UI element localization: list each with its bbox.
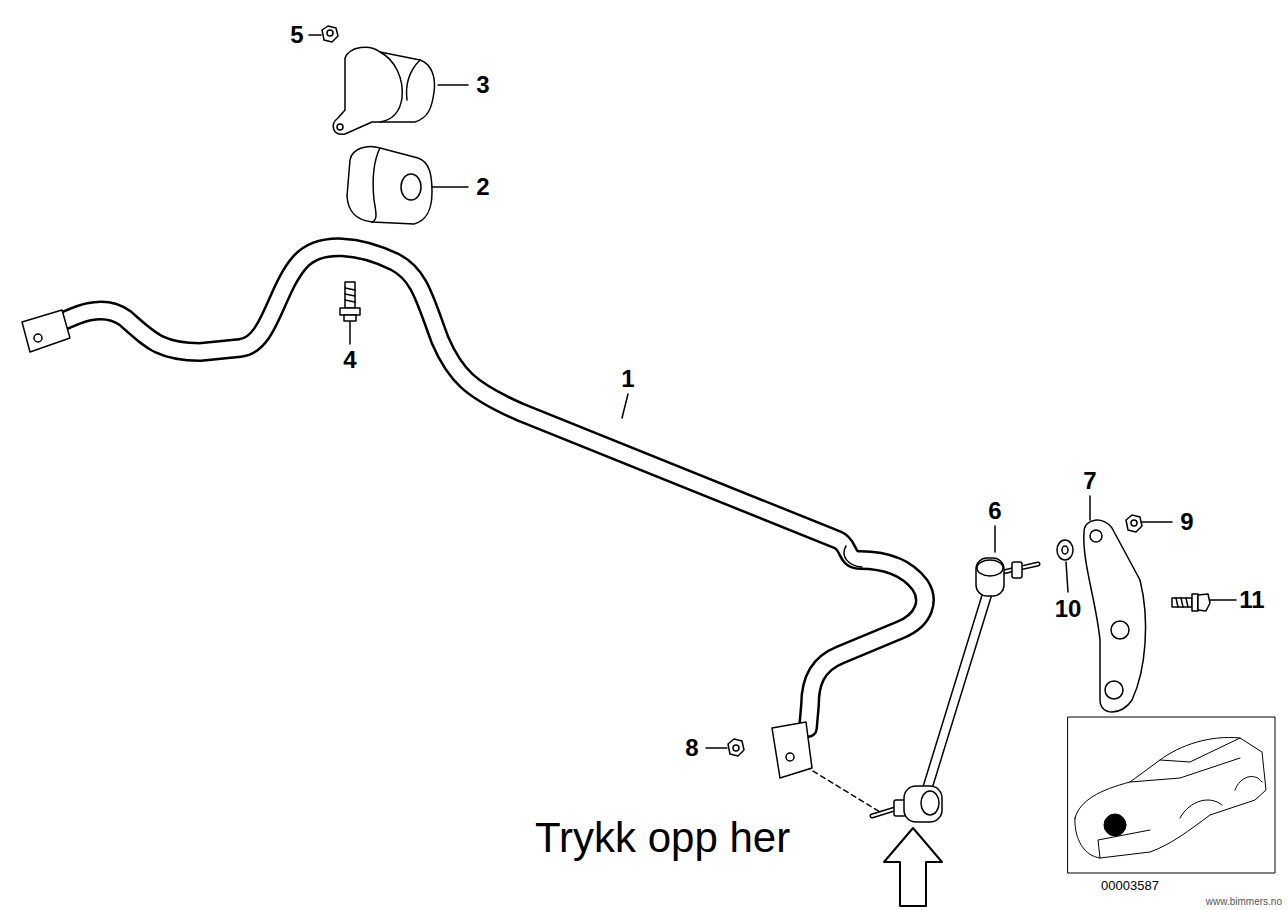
- stabilizer-bar: [22, 247, 925, 778]
- callout-number: 7: [1083, 469, 1096, 493]
- bolt: [340, 282, 360, 321]
- callout-number: 5: [290, 23, 303, 47]
- callout-number: 2: [476, 175, 489, 199]
- callout-number: 3: [476, 73, 489, 97]
- stabilizer-link: [872, 558, 1038, 822]
- callout-number: 9: [1180, 510, 1193, 534]
- watermark: www.bimmers.no: [1206, 897, 1282, 907]
- nut: [322, 26, 338, 42]
- arrow-symbol: [884, 828, 942, 906]
- callout-number: 10: [1055, 597, 1082, 621]
- bolt: [1172, 594, 1210, 611]
- nut: [1126, 515, 1142, 532]
- rubber-bushing: [347, 147, 432, 225]
- instruction-note: Trykk opp her: [535, 817, 790, 859]
- washer: [1057, 540, 1073, 560]
- clamp-bracket: [333, 47, 434, 134]
- link-bracket: [1084, 520, 1146, 712]
- nut: [728, 739, 744, 756]
- callout-number: 8: [685, 736, 698, 760]
- leader-lines: [309, 35, 1236, 812]
- callout-number: 6: [988, 499, 1001, 523]
- callout-number: 11: [1239, 588, 1264, 612]
- car-thumbnail: [1068, 717, 1275, 873]
- callout-number: 1: [621, 367, 634, 391]
- figure-number: 00003587: [1101, 879, 1159, 892]
- callout-number: 4: [343, 348, 356, 372]
